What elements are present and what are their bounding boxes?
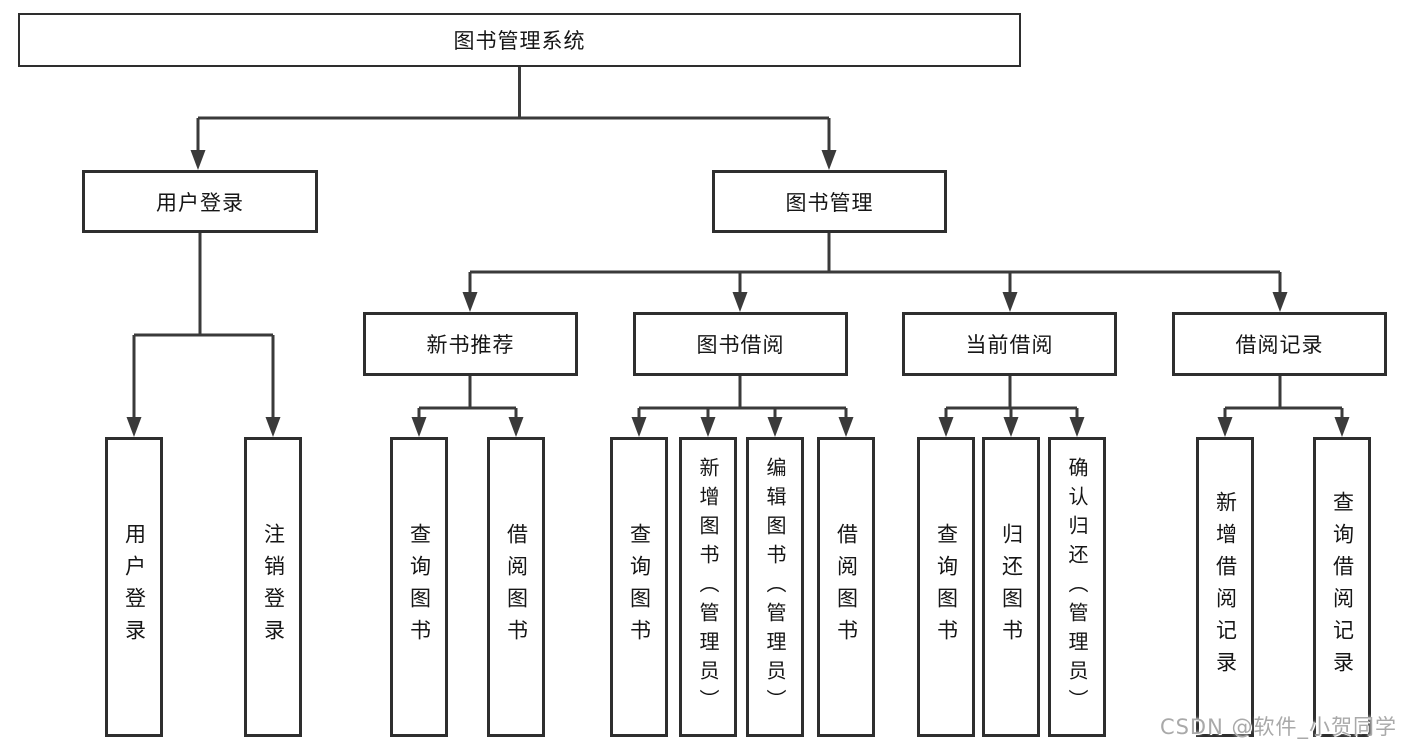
node-label: 用户登录 — [156, 190, 244, 215]
csdn-watermark: CSDN @软件_小贺同学 — [1159, 715, 1397, 739]
node-borrowing-records: 借阅记录 — [1172, 312, 1387, 376]
node-book-borrowing: 图书借阅 — [633, 312, 848, 376]
node-label: 借阅图书 — [834, 523, 859, 651]
node-label: 编辑图书（管理员） — [763, 456, 787, 718]
leaf-query-borrow-record: 查询借阅记录 — [1313, 437, 1371, 737]
node-label: 借阅记录 — [1235, 333, 1324, 357]
leaf-logout: 注销登录 — [244, 437, 302, 737]
node-user-login: 用户登录 — [82, 170, 318, 233]
leaf-add-borrow-record: 新增借阅记录 — [1196, 437, 1254, 737]
node-label: 查询图书 — [407, 523, 432, 651]
node-label: 查询图书 — [627, 523, 652, 651]
node-label: 用户登录 — [122, 523, 147, 651]
leaf-edit-books-admin: 编辑图书（管理员） — [746, 437, 804, 737]
node-label: 图书管理 — [785, 190, 874, 215]
leaf-query-books-3: 查询图书 — [917, 437, 975, 737]
node-label: 借阅图书 — [504, 523, 529, 651]
leaf-user-login: 用户登录 — [105, 437, 163, 737]
leaf-add-books-admin: 新增图书（管理员） — [679, 437, 737, 737]
leaf-return-books: 归还图书 — [982, 437, 1040, 737]
leaf-borrow-books-2: 借阅图书 — [817, 437, 875, 737]
node-label: 确认归还（管理员） — [1065, 456, 1089, 718]
node-current-borrowing: 当前借阅 — [902, 312, 1117, 376]
node-label: 新增借阅记录 — [1213, 491, 1238, 683]
node-label: 查询借阅记录 — [1330, 491, 1355, 683]
node-label: 注销登录 — [261, 523, 286, 651]
node-label: 当前借阅 — [965, 333, 1054, 357]
node-label: 图书管理系统 — [453, 29, 586, 53]
leaf-query-books-2: 查询图书 — [610, 437, 668, 737]
arrowheads — [126, 150, 1350, 437]
node-label: 归还图书 — [999, 523, 1024, 651]
node-new-book-recommend: 新书推荐 — [363, 312, 578, 376]
node-label: 查询图书 — [934, 523, 959, 651]
node-label: 图书借阅 — [696, 333, 785, 357]
node-library-management-system: 图书管理系统 — [18, 13, 1021, 67]
node-label: 新书推荐 — [426, 333, 515, 357]
leaf-confirm-return-admin: 确认归还（管理员） — [1048, 437, 1106, 737]
node-label: 新增图书（管理员） — [696, 456, 720, 718]
leaf-query-books-1: 查询图书 — [390, 437, 448, 737]
leaf-borrow-books-1: 借阅图书 — [487, 437, 545, 737]
node-book-management: 图书管理 — [712, 170, 947, 233]
